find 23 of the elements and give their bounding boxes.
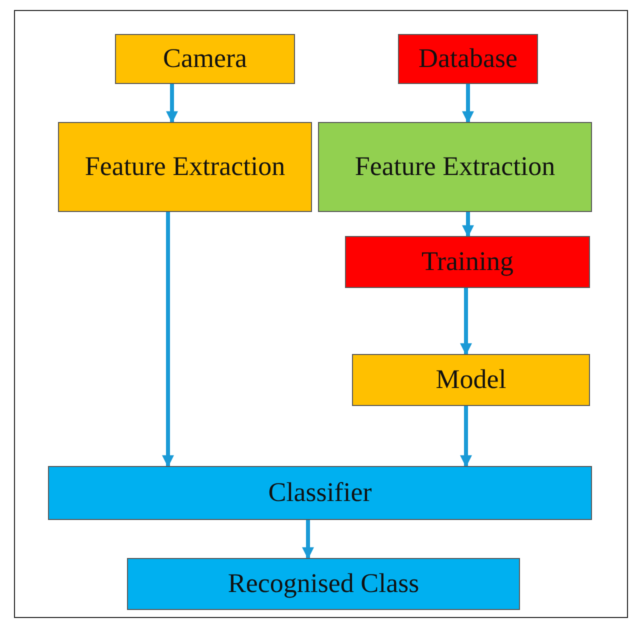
arrow: [166, 84, 178, 124]
box-label: Training: [421, 245, 514, 278]
box-label: Feature Extraction: [84, 150, 286, 184]
box-label: Recognised Class: [228, 567, 420, 600]
process-box: [127, 558, 520, 610]
process-box: [352, 354, 590, 406]
process-box: [398, 34, 538, 84]
process-box: [318, 122, 592, 212]
arrow: [460, 288, 472, 356]
arrow: [162, 212, 174, 468]
box-label: Camera: [163, 42, 247, 76]
process-box: [58, 122, 312, 212]
box-label: Model: [436, 363, 506, 396]
arrow: [462, 84, 474, 124]
arrow: [462, 212, 474, 238]
box-label: Feature Extraction: [354, 150, 556, 184]
process-box: [345, 236, 590, 288]
process-box: [115, 34, 295, 84]
box-label: Classifier: [268, 476, 372, 510]
arrow: [302, 520, 314, 560]
process-box: [48, 466, 592, 520]
arrow: [460, 406, 472, 468]
box-label: Database: [418, 42, 518, 76]
